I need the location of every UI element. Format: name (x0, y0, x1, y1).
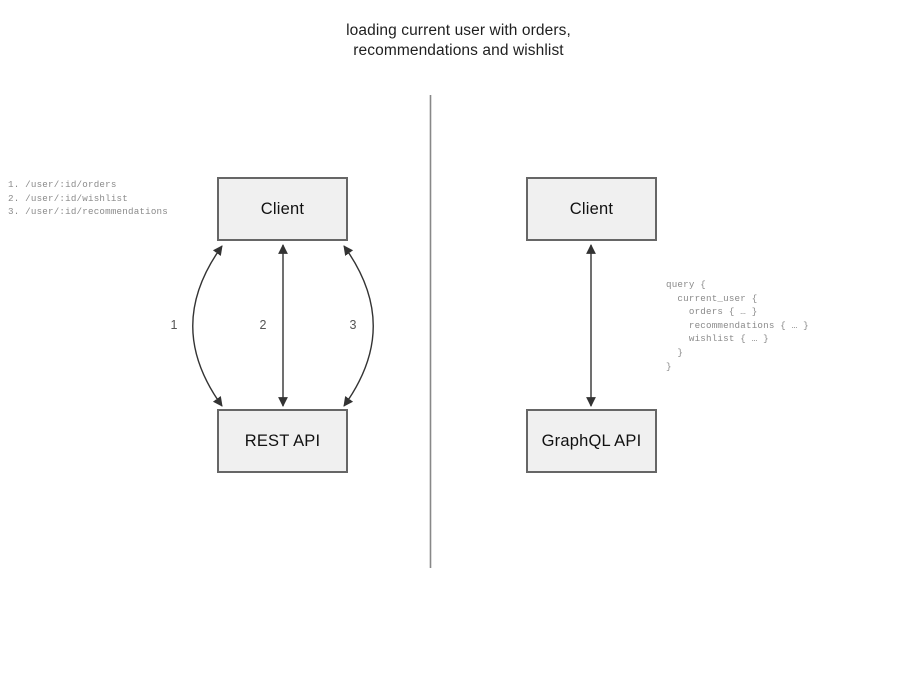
page-title: loading current user with orders, recomm… (346, 22, 571, 59)
edge-label-3: 3 (349, 318, 357, 332)
graphql-query-snippet: query { current_user { orders { … } reco… (666, 279, 809, 372)
edge-label-2: 2 (259, 318, 267, 332)
node-label: GraphQL API (541, 431, 642, 450)
node-label: REST API (244, 431, 321, 450)
node-label: Client (260, 199, 305, 218)
edge-label-1: 1 (170, 318, 178, 332)
node-rest-api[interactable]: REST API (217, 409, 348, 473)
node-client-rest[interactable]: Client (217, 177, 348, 241)
rest-endpoint-list: 1. /user/:id/orders 2. /user/:id/wishlis… (8, 179, 168, 218)
node-client-graphql[interactable]: Client (526, 177, 657, 241)
node-graphql-api[interactable]: GraphQL API (526, 409, 657, 473)
node-label: Client (569, 199, 614, 218)
edge-rest-1 (192, 245, 223, 407)
